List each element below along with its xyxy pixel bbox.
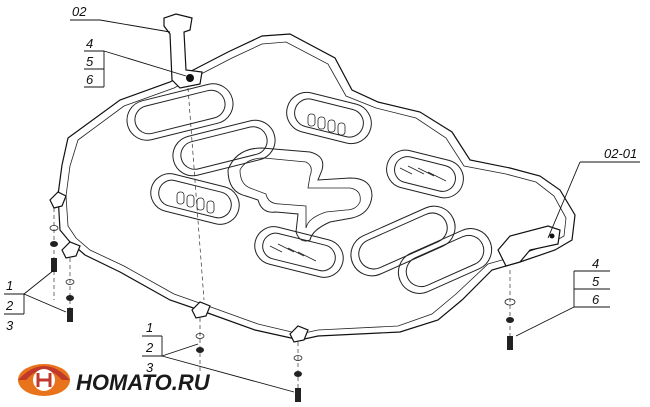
label-02: 02 [72, 4, 87, 19]
fastener-bottom-left [195, 333, 205, 353]
label-left-3: 3 [6, 318, 14, 333]
callout-bottom-123: 1 2 3 [142, 320, 295, 393]
skid-plate-outline [57, 33, 576, 341]
mount-tab-left-lower [61, 241, 81, 259]
callout-02-01: 02-01 [547, 146, 640, 239]
label-top-4: 4 [86, 36, 93, 51]
label-02-01: 02-01 [604, 146, 637, 161]
bracket-02-01 [497, 225, 561, 267]
label-bottom-3: 3 [146, 360, 154, 375]
callout-top-456: 4 5 6 [84, 36, 187, 88]
label-left-1: 1 [6, 278, 13, 293]
homato-emblem-icon [18, 364, 70, 396]
label-bottom-2: 2 [145, 340, 154, 355]
hole-group-top [307, 113, 346, 136]
label-bottom-1: 1 [146, 320, 153, 335]
hole-group-left [176, 191, 215, 214]
bracket-02 [163, 13, 203, 89]
callout-right-456: 4 5 6 [515, 256, 610, 337]
label-right-5: 5 [592, 274, 600, 289]
louvers-bottom [269, 243, 317, 262]
label-right-6: 6 [592, 292, 600, 307]
logo-text: HOMATO.RU [76, 370, 211, 395]
label-top-5: 5 [86, 54, 94, 69]
callout-02: 02 [70, 4, 171, 33]
bracket-02-01-hole [549, 233, 555, 239]
mount-tab-bottom-right [289, 325, 309, 343]
mount-tab-left-upper [49, 191, 67, 209]
fastener-left-lower [65, 279, 75, 322]
label-right-4: 4 [592, 256, 599, 271]
label-left-2: 2 [5, 298, 14, 313]
louvers-right [399, 165, 447, 182]
fastener-bottom-right [293, 355, 303, 402]
callout-left-123: 1 2 3 [4, 269, 67, 333]
homato-logo: HOMATO.RU [18, 364, 211, 396]
label-top-6: 6 [86, 72, 94, 87]
fastener-left-upper [49, 225, 59, 272]
bracket-02-bolt [186, 74, 194, 82]
plate-ribs [126, 83, 493, 294]
mount-tab-bottom [191, 301, 211, 319]
fastener-right [504, 298, 516, 350]
